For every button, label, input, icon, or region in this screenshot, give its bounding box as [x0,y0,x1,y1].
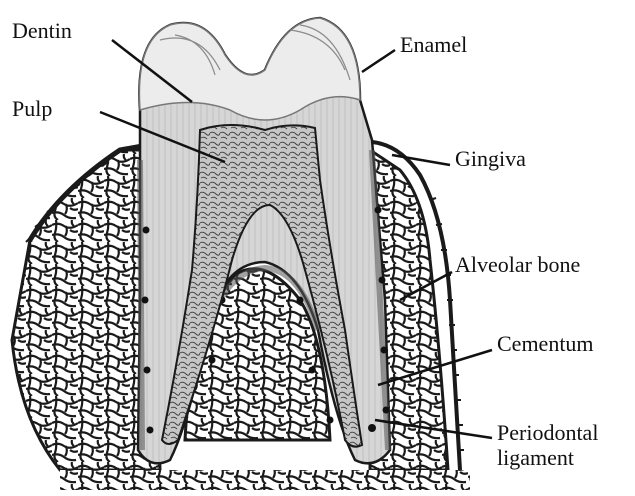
label-gingiva: Gingiva [455,146,526,171]
label-enamel: Enamel [400,32,467,57]
label-cementum: Cementum [497,331,594,356]
label-alveolar-bone: Alveolar bone [455,252,580,277]
bone-base [60,470,470,490]
label-periodontal-ligament: Periodontal ligament [497,420,598,471]
leader-enamel [362,50,395,72]
leader-gingiva [392,155,450,165]
label-dentin: Dentin [12,18,72,43]
label-periodontal-line2: ligament [497,445,598,470]
label-periodontal-line1: Periodontal [497,420,598,445]
label-pulp: Pulp [12,96,52,121]
